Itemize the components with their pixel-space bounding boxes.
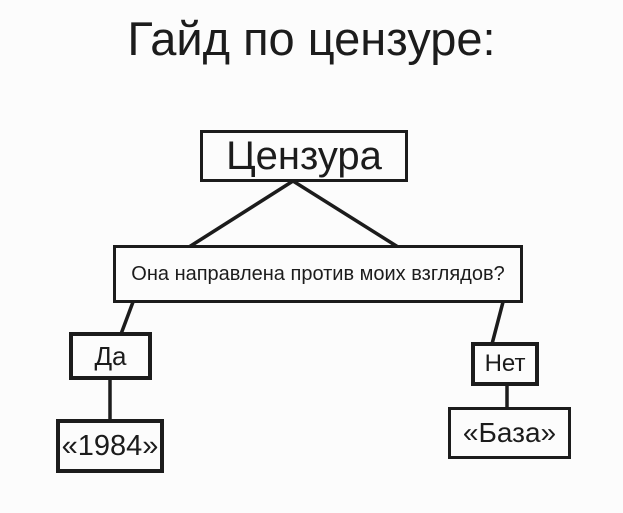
connector-question-to-yes xyxy=(119,300,135,336)
node-based: «База» xyxy=(448,407,571,459)
node-question: Она направлена против моих взглядов? xyxy=(113,245,523,303)
page-title: Гайд по цензуре: xyxy=(127,12,496,65)
connector-question-to-no xyxy=(490,300,505,346)
connector-root-to-question-left xyxy=(187,179,295,249)
node-yes: Да xyxy=(69,332,152,380)
node-censorship: Цензура xyxy=(200,130,408,182)
connector-root-to-question-right xyxy=(291,179,400,249)
node-1984: «1984» xyxy=(56,419,164,473)
node-no: Нет xyxy=(471,342,539,386)
